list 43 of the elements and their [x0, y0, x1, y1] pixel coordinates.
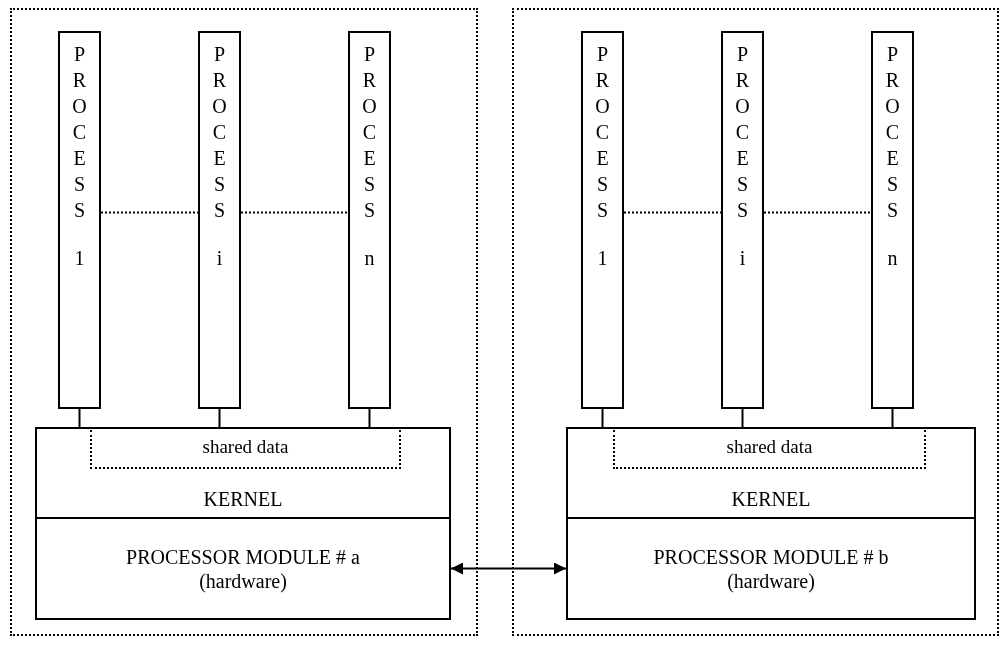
process-label: PROCESS	[211, 42, 228, 223]
process-box	[721, 31, 764, 409]
double-arrow	[450, 562, 567, 575]
shared-data-region	[90, 430, 401, 469]
kernel-box	[566, 427, 976, 519]
process-index: 1	[597, 247, 608, 270]
process-box	[198, 31, 241, 409]
connector-line	[240, 211, 349, 214]
module-label: PROCESSOR MODULE # a (hardware)	[125, 544, 361, 593]
connector-line	[218, 408, 221, 428]
process-label: PROCESS	[361, 42, 378, 223]
process-label: PROCESS	[734, 42, 751, 223]
process-box	[581, 31, 624, 409]
connector-line	[368, 408, 371, 428]
kernel-label: KERNEL	[730, 488, 812, 511]
shared-data-label: shared data	[201, 436, 290, 458]
process-index: n	[887, 247, 898, 270]
process-index: n	[364, 247, 375, 270]
process-box	[871, 31, 914, 409]
kernel-label: KERNEL	[202, 488, 284, 511]
kernel-box	[35, 427, 451, 519]
dotted-frame	[10, 8, 478, 636]
shared-data-label: shared data	[725, 436, 814, 458]
connector-line	[891, 408, 894, 428]
processor-module-box	[566, 517, 976, 620]
process-index: i	[216, 247, 223, 270]
process-box	[58, 31, 101, 409]
processor-module-box	[35, 517, 451, 620]
process-label: PROCESS	[71, 42, 88, 223]
connector-line	[78, 408, 81, 428]
process-label: PROCESS	[594, 42, 611, 223]
process-label: PROCESS	[884, 42, 901, 223]
connector-line	[100, 211, 199, 214]
connector-line	[601, 408, 604, 428]
connector-line	[763, 211, 872, 214]
dotted-frame	[512, 8, 999, 636]
connector-line	[741, 408, 744, 428]
process-index: 1	[74, 247, 85, 270]
connector-line	[623, 211, 722, 214]
process-box	[348, 31, 391, 409]
shared-data-region	[613, 430, 926, 469]
module-label: PROCESSOR MODULE # b (hardware)	[652, 544, 890, 593]
process-index: i	[739, 247, 746, 270]
